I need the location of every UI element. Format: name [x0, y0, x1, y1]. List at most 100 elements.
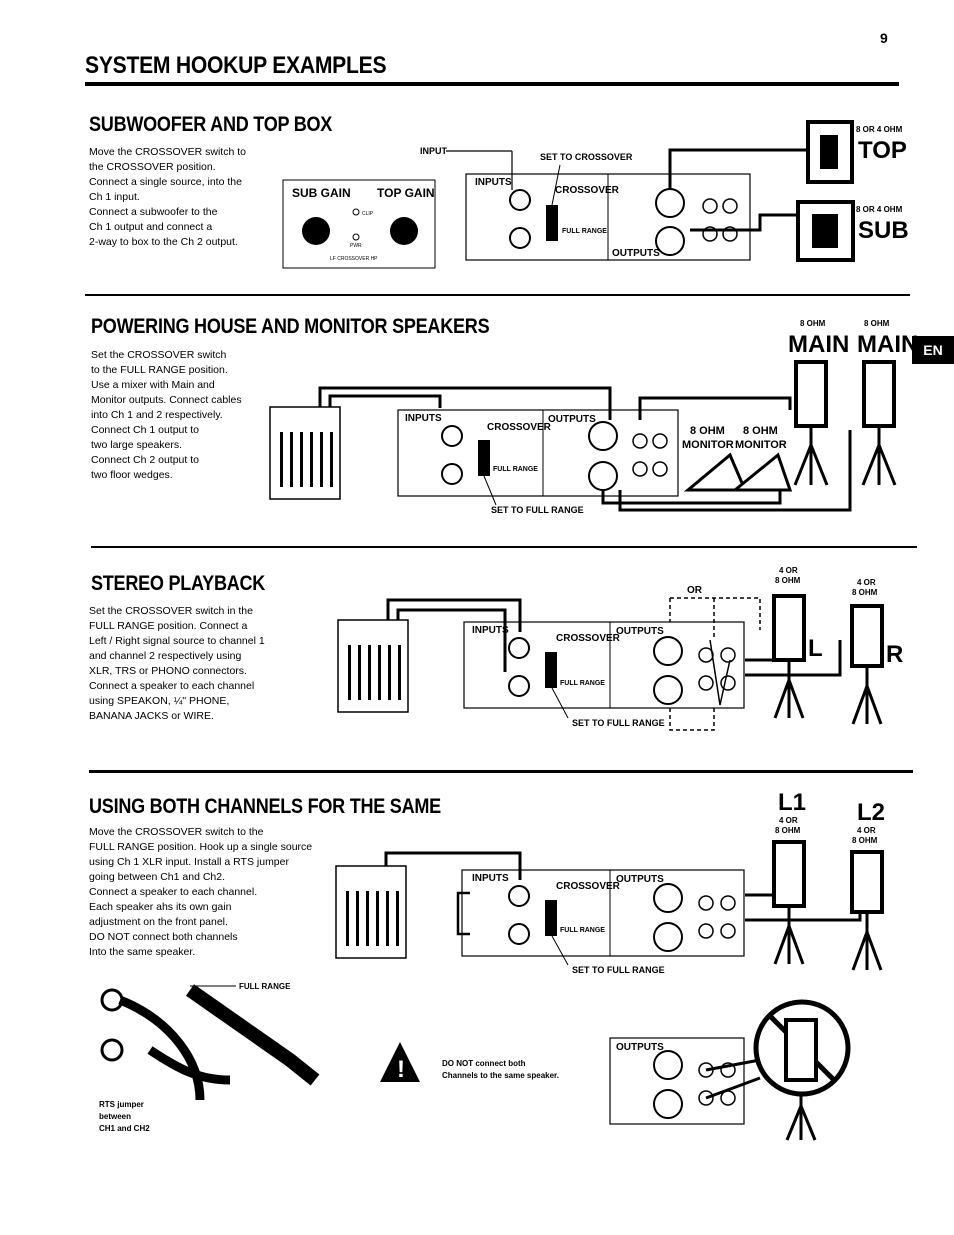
text-line: Connect a speaker to each channel — [89, 680, 255, 692]
svg-text:FULL RANGE: FULL RANGE — [560, 927, 605, 934]
house-monitor-diagram: INPUTS CROSSOVER OUTPUTS FULL RANGE SET … — [269, 319, 918, 515]
crossover-switch[interactable] — [478, 440, 490, 476]
monitor-wedge-2 — [730, 452, 793, 492]
section-title-house-monitor: POWERING HOUSE AND MONITOR SPEAKERS — [91, 315, 490, 338]
text-line: BANANA JACKS or WIRE. — [89, 710, 214, 722]
text-line: Move the CROSSOVER switch to — [89, 146, 246, 158]
stereo-diagram: INPUTS CROSSOVER OUTPUTS FULL RANGE OR S… — [337, 566, 903, 731]
monitor-wedge-1 — [683, 452, 748, 492]
svg-text:CROSSOVER: CROSSOVER — [556, 633, 621, 644]
svg-text:FULL RANGE: FULL RANGE — [493, 466, 538, 473]
divider — [85, 294, 910, 296]
text-line: two large speakers. — [91, 439, 183, 451]
set-to-full-range-label: SET TO FULL RANGE — [572, 965, 665, 975]
text-line: adjustment on the front panel. — [89, 916, 228, 928]
text-line: Set the CROSSOVER switch — [91, 349, 227, 361]
svg-text:OUTPUTS: OUTPUTS — [616, 874, 664, 885]
main-label-1: MAIN — [788, 331, 849, 358]
l2-speaker — [850, 850, 884, 914]
svg-text:RTS jumper: RTS jumper — [99, 1100, 144, 1109]
full-range-label: FULL RANGE — [239, 982, 291, 991]
text-line: Connect Ch 1 output to — [91, 424, 199, 436]
warning-icon — [380, 1042, 420, 1082]
l1-speaker — [772, 840, 806, 908]
left-speaker — [772, 594, 806, 662]
svg-text:CROSSOVER: CROSSOVER — [487, 422, 552, 433]
sub-gain-knob[interactable] — [302, 217, 330, 245]
sub-label: SUB — [858, 217, 909, 244]
text-line: XLR, TRS or PHONO connectors. — [89, 665, 247, 677]
set-to-full-range-label: SET TO FULL RANGE — [572, 718, 665, 728]
section-text-house-monitor: Set the CROSSOVER switch to the FULL RANG… — [91, 348, 242, 483]
section-text-sub-top: Move the CROSSOVER switch to the CROSSOVE… — [89, 145, 246, 250]
svg-text:OUTPUTS: OUTPUTS — [616, 1042, 664, 1053]
section-title-sub-top: SUBWOOFER AND TOP BOX — [89, 113, 333, 136]
svg-text:4 OR: 4 OR — [857, 578, 876, 587]
main-label-2: MAIN — [857, 331, 918, 358]
top-gain-label: TOP GAIN — [377, 186, 435, 200]
or-label: OR — [687, 585, 703, 596]
mixer — [269, 406, 341, 500]
crossover-switch[interactable] — [546, 205, 558, 241]
svg-text:8 OHM: 8 OHM — [775, 576, 801, 585]
title-rule — [85, 82, 899, 86]
main-speaker-2 — [862, 360, 896, 428]
svg-text:INPUTS: INPUTS — [405, 413, 442, 424]
outputs-panel — [609, 1037, 745, 1125]
text-line: Connect a speaker to each channel. — [89, 886, 258, 898]
svg-text:CROSSOVER: CROSSOVER — [556, 881, 621, 892]
svg-text:8 OHM: 8 OHM — [690, 425, 725, 437]
svg-text:PWR: PWR — [350, 243, 362, 249]
svg-text:MONITOR: MONITOR — [682, 439, 734, 451]
sub-top-diagram: INPUT SET TO CROSSOVER SUB GAIN TOP GAIN… — [282, 120, 909, 269]
text-line: Set the CROSSOVER switch in the — [89, 605, 253, 617]
svg-text:between: between — [99, 1112, 131, 1121]
text-line: to the FULL RANGE position. — [91, 364, 228, 376]
right-speaker — [850, 604, 884, 668]
svg-text:CH1 and CH2: CH1 and CH2 — [99, 1124, 150, 1133]
set-to-crossover-label: SET TO CROSSOVER — [540, 152, 633, 162]
text-line: into Ch 1 and 2 respectively. — [91, 409, 223, 421]
top-gain-knob[interactable] — [390, 217, 418, 245]
text-line: 2-way to box to the Ch 2 output. — [89, 236, 238, 248]
text-line: FULL RANGE position. Hook up a single so… — [89, 841, 313, 853]
svg-text:CLIP: CLIP — [362, 211, 374, 217]
divider — [91, 546, 917, 548]
page-number: 9 — [880, 30, 888, 46]
svg-text:4 OR: 4 OR — [779, 816, 798, 825]
svg-text:CROSSOVER: CROSSOVER — [555, 185, 620, 196]
text-line: Ch 1 output and connect a — [89, 221, 213, 233]
top-label: TOP — [858, 137, 907, 164]
page-title: SYSTEM HOOKUP EXAMPLES — [85, 52, 387, 79]
text-line: the CROSSOVER position. — [89, 161, 216, 173]
svg-text:INPUTS: INPUTS — [472, 625, 509, 636]
sub-gain-label: SUB GAIN — [292, 186, 351, 200]
l1-label: L1 — [778, 789, 806, 816]
svg-text:8 OR 4 OHM: 8 OR 4 OHM — [856, 125, 903, 134]
svg-text:INPUTS: INPUTS — [475, 177, 512, 188]
svg-text:8 OHM: 8 OHM — [743, 425, 778, 437]
amp-panel — [461, 869, 745, 957]
both-channels-diagram: INPUTS CROSSOVER OUTPUTS FULL RANGE SET … — [99, 789, 885, 1141]
text-line: Use a mixer with Main and — [91, 379, 215, 391]
l2-label: L2 — [857, 799, 885, 826]
text-line: Monitor outputs. Connect cables — [91, 394, 242, 406]
text-line: Connect Ch 2 output to — [91, 454, 199, 466]
input-label: INPUT — [420, 146, 448, 156]
divider — [89, 770, 913, 773]
crossover-switch[interactable] — [545, 652, 557, 688]
text-line: Left / Right signal source to channel 1 — [89, 635, 265, 647]
language-tab[interactable]: EN — [912, 336, 954, 364]
svg-text:8 OHM: 8 OHM — [852, 588, 878, 597]
svg-text:8 OHM: 8 OHM — [775, 826, 801, 835]
svg-text:INPUTS: INPUTS — [472, 873, 509, 884]
svg-text:!: ! — [397, 1056, 405, 1083]
svg-text:8 OHM: 8 OHM — [864, 319, 890, 328]
right-label: R — [886, 641, 903, 668]
text-line: DO NOT connect both channels — [89, 931, 238, 943]
text-line: Ch 1 input. — [89, 191, 140, 203]
crossover-switch[interactable] — [545, 900, 557, 936]
text-line: Connect a subwoofer to the — [89, 206, 218, 218]
